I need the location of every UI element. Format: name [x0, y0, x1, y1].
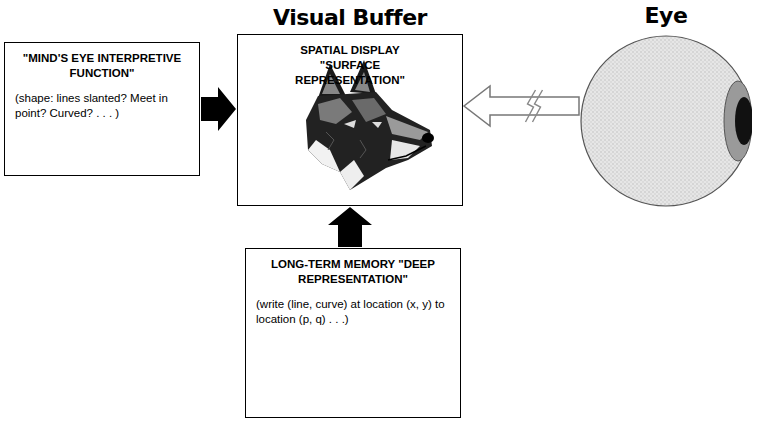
process-box: LONG-TERM MEMORY "DEEP REPRESENTATION" (w…: [245, 248, 461, 418]
block-arrow: [328, 207, 372, 247]
arrow-shape: [328, 207, 372, 247]
buffer-title: Visual Buffer: [198, 5, 502, 30]
box-heading: "MIND'S EYE INTERPRETIVE FUNCTION": [15, 51, 189, 81]
eye-node: Eye: [580, 35, 752, 207]
lightning-mark: [533, 90, 543, 122]
box-body: (write (line, curve) at location (x, y) …: [256, 297, 450, 328]
arrow-shape: [464, 86, 579, 126]
lightning-mark: [526, 90, 536, 122]
buffer-box: Visual BufferSPATIAL DISPLAY "SURFACE RE…: [237, 34, 463, 206]
box-heading: SPATIAL DISPLAY "SURFACE REPRESENTATION": [248, 43, 452, 88]
box-body: (shape: lines slanted? Meet in point? Cu…: [15, 91, 189, 122]
eyeball-outline: [580, 35, 752, 207]
box-heading: LONG-TERM MEMORY "DEEP REPRESENTATION": [256, 257, 450, 287]
block-arrow: [201, 87, 236, 131]
process-box: "MIND'S EYE INTERPRETIVE FUNCTION" (shape…: [4, 42, 200, 176]
eye-title: Eye: [580, 3, 752, 28]
light-arrow: [464, 86, 579, 126]
arrow-shape: [201, 87, 236, 131]
